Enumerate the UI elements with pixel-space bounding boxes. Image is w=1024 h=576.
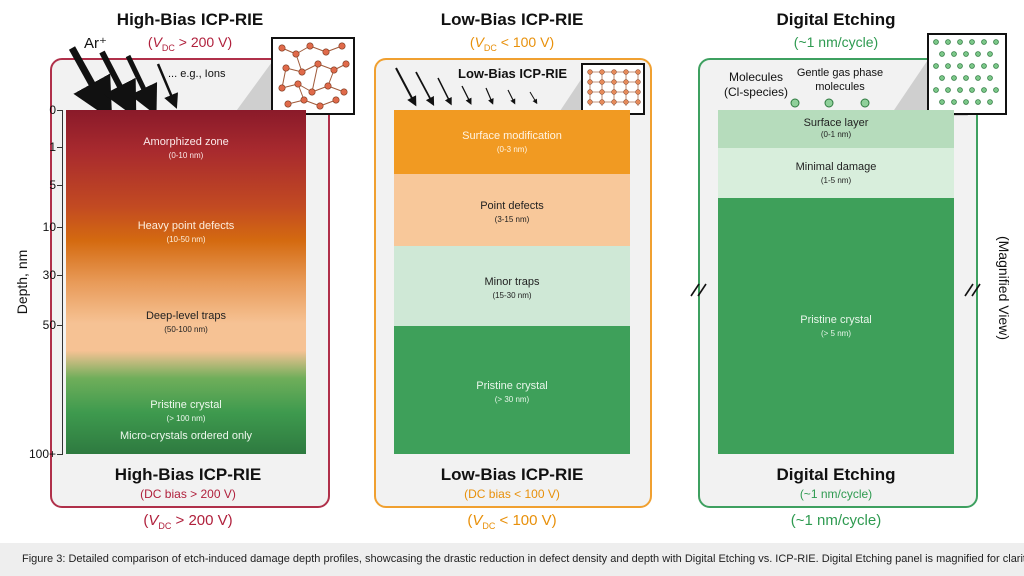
- zone-range: (> 30 nm): [494, 395, 530, 404]
- depth-axis-label: Depth, nm: [14, 249, 30, 315]
- zone-name: Pristine crystal: [476, 380, 548, 392]
- zone-deep-level-traps: Deep-level traps (50-100 nm): [66, 310, 306, 334]
- axis-break-right: [964, 283, 981, 297]
- panel-high-bias-subtitle: (VDC > 200 V): [147, 34, 233, 53]
- zone-surface-modification: Surface modification (0-3 nm): [394, 110, 630, 174]
- panel-high-bias-title: High-Bias ICP-RIE: [116, 10, 264, 29]
- molecules-label: Molecules (Cl-species): [723, 70, 788, 99]
- zone-range: (> 5 nm): [820, 329, 851, 338]
- axis-tick: [57, 227, 63, 228]
- magnifier-callout-low-bias: [558, 63, 645, 115]
- depth-axis-line: [62, 110, 63, 454]
- zone-micro-crystals: Micro-crystals ordered only: [66, 430, 306, 442]
- axis-tick-label: 50: [42, 318, 56, 332]
- zone-range: (15-30 nm): [492, 291, 532, 300]
- zone-heavy-point-defects: Heavy point defects (10-50 nm): [66, 220, 306, 244]
- magnified-view-label: (Magnified View): [996, 235, 1012, 340]
- zone-point-defects: Point defects (3-15 nm): [394, 174, 630, 246]
- axis-tick-label: 0: [49, 103, 56, 117]
- gas-molecules: [790, 98, 870, 108]
- zone-name: Amorphized zone: [143, 136, 229, 148]
- axis-tick: [57, 110, 63, 111]
- panel-low-bias-footer-sub: (DC bias < 100 V): [464, 487, 560, 501]
- zone-range: (0-3 nm): [496, 145, 528, 154]
- panel-digital-title: Digital Etching: [776, 10, 896, 29]
- zone-name: Heavy point defects: [137, 220, 235, 232]
- zone-name: Minimal damage: [795, 161, 877, 173]
- zone-range: (0-10 nm): [168, 151, 204, 160]
- zone-name: Point defects: [480, 200, 544, 212]
- axis-tick-label: 10: [42, 220, 56, 234]
- zone-range: (0-1 nm): [820, 130, 852, 139]
- low-bias-damage-profile: Surface modification (0-3 nm) Point defe…: [394, 110, 630, 454]
- panel-digital-subtitle: (~1 nm/cycle): [793, 34, 879, 50]
- zone-name: Micro-crystals ordered only: [119, 430, 253, 442]
- zone-amorphized: Amorphized zone (0-10 nm): [66, 136, 306, 160]
- axis-tick: [57, 325, 63, 326]
- zone-name: Pristine crystal: [800, 314, 872, 326]
- panel-high-bias-footer-title: High-Bias ICP-RIE: [114, 465, 262, 484]
- low-bias-inner-label: Low-Bias ICP-RIE: [458, 66, 568, 81]
- panel-digital-footer-title: Digital Etching: [776, 465, 896, 484]
- panel-digital-footer-sub: (~1 nm/cycle): [799, 487, 873, 501]
- axis-tick: [57, 147, 63, 148]
- panel-low-bias-footer-title: Low-Bias ICP-RIE: [440, 465, 584, 484]
- axis-tick: [57, 185, 63, 186]
- axis-tick: [57, 454, 63, 455]
- axis-tick-label: 100+: [28, 447, 56, 461]
- high-bias-damage-profile: Amorphized zone (0-10 nm) Heavy point de…: [66, 110, 306, 454]
- zone-name: Deep-level traps: [145, 310, 227, 322]
- zone-minimal-damage: Minimal damage (1-5 nm): [718, 148, 954, 198]
- digital-damage-profile: Surface layer (0-1 nm) Minimal damage (1…: [718, 110, 954, 454]
- axis-tick: [57, 275, 63, 276]
- low-bias-ion-arrows: [395, 67, 538, 107]
- figure-caption: Figure 3: Detailed comparison of etch-in…: [0, 543, 1024, 576]
- zone-range: (50-100 nm): [164, 325, 208, 334]
- axis-break-left: [690, 283, 707, 297]
- panel-low-bias-title: Low-Bias ICP-RIE: [440, 10, 584, 29]
- zone-name: Surface modification: [462, 130, 562, 142]
- axis-tick-label: 5: [49, 178, 56, 192]
- zone-range: (3-15 nm): [494, 215, 530, 224]
- zone-pristine-crystal: Pristine crystal (> 30 nm): [394, 326, 630, 454]
- zone-range: (1-5 nm): [820, 176, 852, 185]
- zone-name: Surface layer: [803, 117, 869, 129]
- zone-pristine-crystal: Pristine crystal (> 100 nm): [66, 399, 306, 423]
- panel-low-bias-bottom-label: (VDC < 100 V): [467, 512, 557, 531]
- magnifier-callout-digital: [890, 33, 1007, 116]
- panel-digital-bottom-label: (~1 nm/cycle): [790, 512, 882, 529]
- zone-name: Pristine crystal: [150, 399, 222, 411]
- axis-tick-label: 1: [49, 140, 56, 154]
- zone-name: Minor traps: [484, 276, 540, 288]
- zone-surface-layer: Surface layer (0-1 nm): [718, 110, 954, 148]
- panel-low-bias-subtitle: (VDC < 100 V): [469, 34, 555, 53]
- ion-arrows: [68, 46, 179, 115]
- zone-range: (> 100 nm): [166, 414, 206, 423]
- zone-range: (10-50 nm): [166, 235, 206, 244]
- axis-tick-label: 30: [42, 268, 56, 282]
- zone-minor-traps: Minor traps (15-30 nm): [394, 246, 630, 326]
- particle-note: ... e.g., Ions: [168, 68, 226, 80]
- gentle-gas-label: Gentle gas phase molecules: [796, 67, 884, 93]
- zone-pristine-crystal: Pristine crystal (> 5 nm): [718, 198, 954, 454]
- particle-label: Ar⁺: [84, 35, 107, 52]
- panel-high-bias-bottom-label: (VDC > 200 V): [143, 512, 233, 531]
- magnifier-callout-amorphous: [234, 37, 355, 115]
- panel-high-bias-footer-sub: (DC bias > 200 V): [140, 487, 236, 501]
